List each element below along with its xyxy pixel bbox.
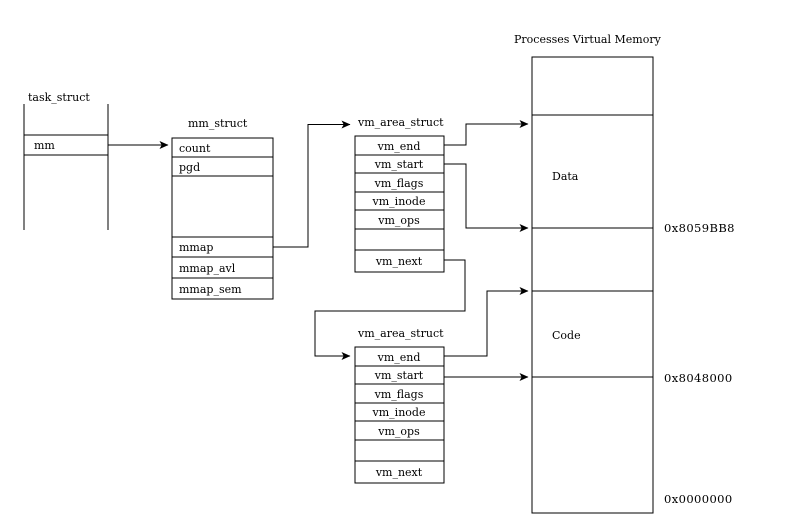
task-struct-field-mm: mm — [34, 139, 55, 152]
memory-column-title: Processes Virtual Memory — [514, 33, 662, 46]
link-vma1-vm-next-to-vma2 — [314, 259, 466, 360]
vma2-field-vm-start: vm_start — [374, 369, 424, 382]
mm-struct-field-mmap-avl: mmap_avl — [179, 262, 236, 275]
task-struct-box — [23, 104, 109, 230]
vma1-field-vm-ops: vm_ops — [377, 214, 420, 227]
link-vma2-vm-end-to-memory — [444, 287, 529, 357]
vm-area-struct-1-title: vm_area_struct — [357, 116, 444, 129]
mm-struct-field-count: count — [179, 142, 211, 155]
data-start-address: 0x8059BB8 — [664, 221, 735, 235]
vm-area-struct-2-box — [354, 346, 445, 484]
vma1-field-vm-inode: vm_inode — [372, 195, 426, 208]
vma1-field-vm-flags: vm_flags — [374, 177, 424, 190]
mm-struct-box — [171, 137, 274, 300]
memory-segment-data-label: Data — [552, 170, 579, 183]
vma1-field-vm-start: vm_start — [374, 158, 424, 171]
null-address: 0x0000000 — [664, 492, 733, 506]
mm-struct-title: mm_struct — [188, 117, 248, 130]
vm-area-struct-2-title: vm_area_struct — [357, 327, 444, 340]
vma1-field-vm-next: vm_next — [375, 255, 423, 268]
code-start-address: 0x8048000 — [664, 371, 733, 385]
mm-struct-field-mmap: mmap — [179, 241, 213, 254]
memory-column — [531, 56, 654, 514]
link-mmap-to-vma1 — [273, 120, 351, 248]
vma2-field-vm-ops: vm_ops — [377, 425, 420, 438]
mm-struct-field-pgd: pgd — [179, 161, 200, 174]
task-struct-title: task_struct — [28, 91, 90, 104]
vma2-field-vm-flags: vm_flags — [374, 388, 424, 401]
link-vma1-vm-end-to-memory — [444, 120, 529, 146]
vma2-field-vm-next: vm_next — [375, 466, 423, 479]
vma1-field-vm-end: vm_end — [377, 140, 421, 153]
vma2-field-vm-inode: vm_inode — [372, 406, 426, 419]
vma2-field-vm-end: vm_end — [377, 351, 421, 364]
memory-segment-code-label: Code — [552, 329, 581, 342]
vm-area-struct-1-box — [354, 135, 445, 273]
link-vma1-vm-start-to-memory — [444, 163, 529, 232]
mm-struct-field-mmap-sem: mmap_sem — [179, 283, 242, 296]
